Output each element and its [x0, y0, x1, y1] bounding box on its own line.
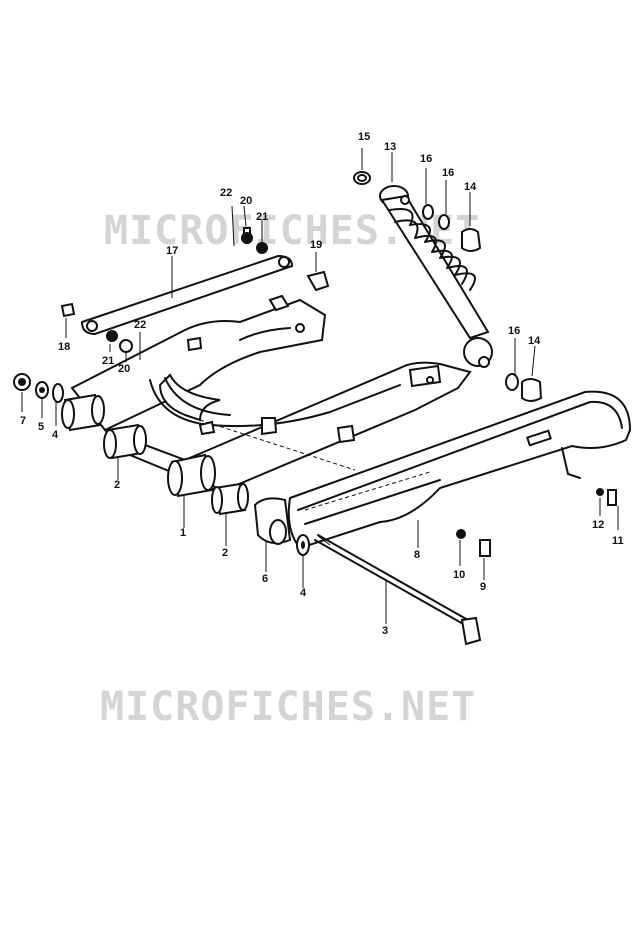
- watermark-bottom: MICROFICHES.NET: [100, 684, 476, 730]
- callout-2: 2: [222, 547, 228, 559]
- callout-20: 20: [118, 363, 130, 375]
- callout-11: 11: [612, 535, 624, 547]
- callout-19: 19: [310, 239, 322, 251]
- callout-16: 16: [508, 325, 520, 337]
- callout-3: 3: [382, 625, 388, 637]
- callout-7: 7: [20, 415, 26, 427]
- callout-16: 16: [442, 167, 454, 179]
- torque-link: [80, 254, 294, 336]
- swing-arm: [70, 298, 472, 511]
- callout-16: 16: [420, 153, 432, 165]
- callout-22: 22: [220, 187, 232, 199]
- pivot-shaft: [314, 534, 482, 646]
- callout-5: 5: [38, 421, 44, 433]
- callout-22: 22: [134, 319, 146, 331]
- callout-18: 18: [58, 341, 70, 353]
- callouts: 1 2 2 3 4 4 5 6 7 8 9 10 11 12 13 14 14 …: [20, 131, 624, 637]
- callout-4: 4: [300, 587, 307, 599]
- leader-lines: [21, 148, 619, 624]
- callout-8: 8: [414, 549, 420, 561]
- callout-13: 13: [384, 141, 396, 153]
- callout-14: 14: [464, 181, 477, 193]
- callout-15: 15: [358, 131, 370, 143]
- callout-14: 14: [528, 335, 541, 347]
- pivot-parts: [13, 373, 310, 556]
- callout-21: 21: [102, 355, 114, 367]
- callout-21: 21: [256, 211, 268, 223]
- callout-12: 12: [592, 519, 604, 531]
- callout-9: 9: [480, 581, 486, 593]
- rear-shock-absorber: [379, 185, 493, 368]
- callout-2: 2: [114, 479, 120, 491]
- fasteners: [60, 171, 617, 557]
- callout-20: 20: [240, 195, 252, 207]
- callout-17: 17: [166, 245, 178, 257]
- callout-4: 4: [52, 429, 59, 441]
- callout-1: 1: [180, 527, 186, 539]
- callout-10: 10: [453, 569, 465, 581]
- chain-guard: [287, 390, 632, 550]
- callout-6: 6: [262, 573, 268, 585]
